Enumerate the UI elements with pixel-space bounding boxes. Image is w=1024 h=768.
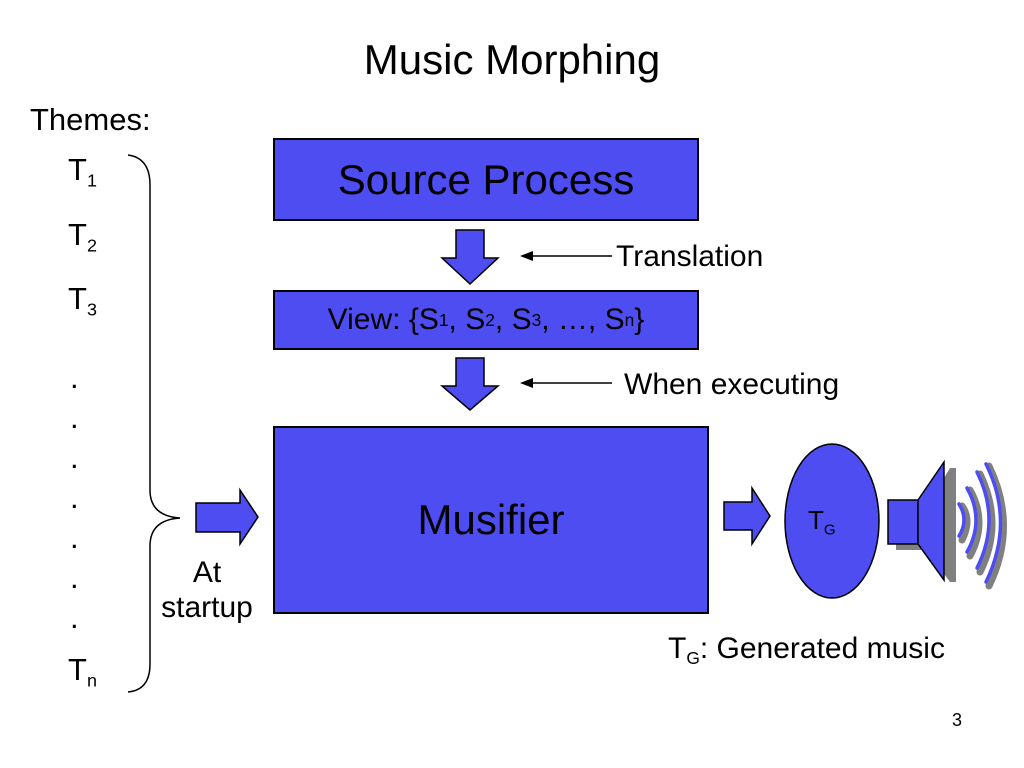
right-arrow-icon [723,485,771,547]
right-arrow-icon [195,487,259,547]
generated-music-ellipse [784,443,880,599]
page-title: Music Morphing [363,36,661,83]
brace-icon [127,154,181,693]
tg-label: TG [808,505,836,539]
ellipsis-dot: . [70,560,79,595]
themes-label: Themes: [30,102,151,137]
sound-wave-icon [957,462,1007,590]
speaker-icon [887,459,945,583]
ellipsis-dot: . [70,360,79,395]
ellipsis-dot: . [70,400,79,435]
down-arrow-icon [440,229,500,286]
source-process-box: Source Process [273,138,699,221]
down-arrow-icon [439,357,501,411]
translation-pointer-arrow [520,251,612,261]
musifier-box: Musifier [273,426,709,614]
at-startup-label: At startup [161,556,253,625]
ellipsis-dot: . [70,440,79,475]
ellipsis-dot: . [70,600,79,635]
theme-item-2: T2 [68,217,97,256]
when-executing-label: When executing [624,368,840,401]
theme-item-n: Tn [68,652,97,691]
generated-music-legend: TG: Generated music [668,632,945,669]
translation-label: Translation [616,240,764,273]
executing-pointer-arrow [520,378,612,388]
page-number: 3 [952,710,963,730]
ellipsis-dot: . [70,520,79,555]
theme-item-3: T3 [68,281,97,320]
ellipsis-dot: . [70,480,79,515]
theme-item-1: T1 [68,152,97,191]
